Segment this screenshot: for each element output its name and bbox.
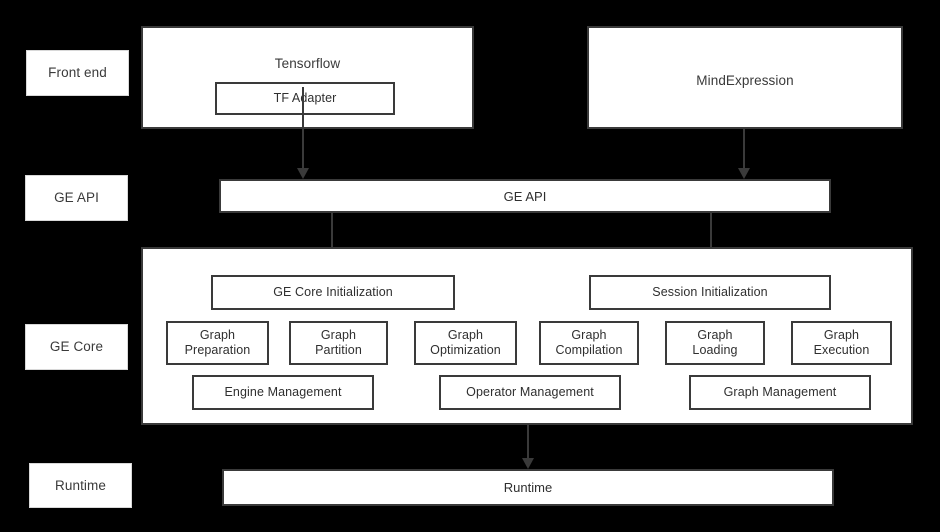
session-initialization-label: Session Initialization [652, 285, 768, 299]
ge-core-container: GE Core Initialization Session Initializ… [141, 247, 913, 425]
operator-management-box[interactable]: Operator Management [439, 375, 621, 410]
graph-management-label: Graph Management [723, 385, 837, 399]
runtime-bar[interactable]: Runtime [222, 469, 834, 506]
layer-label-ge-core-text: GE Core [49, 339, 104, 355]
graph-preparation-box[interactable]: Graph Preparation [166, 321, 269, 365]
engine-management-box[interactable]: Engine Management [192, 375, 374, 410]
graph-execution-box[interactable]: Graph Execution [791, 321, 892, 365]
ge-core-initialization-box[interactable]: GE Core Initialization [211, 275, 455, 310]
ge-core-initialization-label: GE Core Initialization [273, 285, 393, 299]
mindexpression-panel: MindExpression [587, 26, 903, 129]
layer-label-runtime: Runtime [29, 463, 132, 508]
tf-adapter-box[interactable]: TF Adapter [215, 82, 395, 115]
layer-label-runtime-text: Runtime [55, 477, 106, 493]
layer-label-ge-api: GE API [25, 175, 128, 221]
graph-partition-label: Graph Partition [315, 328, 362, 357]
tf-adapter-label: TF Adapter [273, 91, 337, 105]
ge-api-bar-label: GE API [503, 188, 547, 204]
session-initialization-box[interactable]: Session Initialization [589, 275, 831, 310]
graph-preparation-label: Graph Preparation [184, 328, 251, 357]
engine-management-label: Engine Management [224, 385, 342, 399]
graph-optimization-box[interactable]: Graph Optimization [414, 321, 517, 365]
ge-api-bar[interactable]: GE API [219, 179, 831, 213]
tensorflow-panel-title: Tensorflow [274, 56, 341, 71]
graph-loading-label: Graph Loading [692, 328, 738, 357]
graph-partition-box[interactable]: Graph Partition [289, 321, 388, 365]
layer-label-ge-core: GE Core [25, 324, 128, 370]
layer-label-ge-api-text: GE API [54, 190, 99, 206]
runtime-bar-label: Runtime [503, 480, 553, 495]
graph-optimization-label: Graph Optimization [430, 328, 501, 357]
graph-loading-box[interactable]: Graph Loading [665, 321, 765, 365]
mindexpression-panel-title: MindExpression [696, 73, 794, 88]
layer-label-front-end-text: Front end [48, 65, 107, 81]
graph-compilation-label: Graph Compilation [555, 328, 623, 357]
layer-label-front-end: Front end [26, 50, 129, 96]
tensorflow-panel: Tensorflow TF Adapter [141, 26, 474, 129]
operator-management-label: Operator Management [466, 385, 594, 399]
graph-management-box[interactable]: Graph Management [689, 375, 871, 410]
graph-execution-label: Graph Execution [813, 328, 870, 357]
graph-compilation-box[interactable]: Graph Compilation [539, 321, 639, 365]
